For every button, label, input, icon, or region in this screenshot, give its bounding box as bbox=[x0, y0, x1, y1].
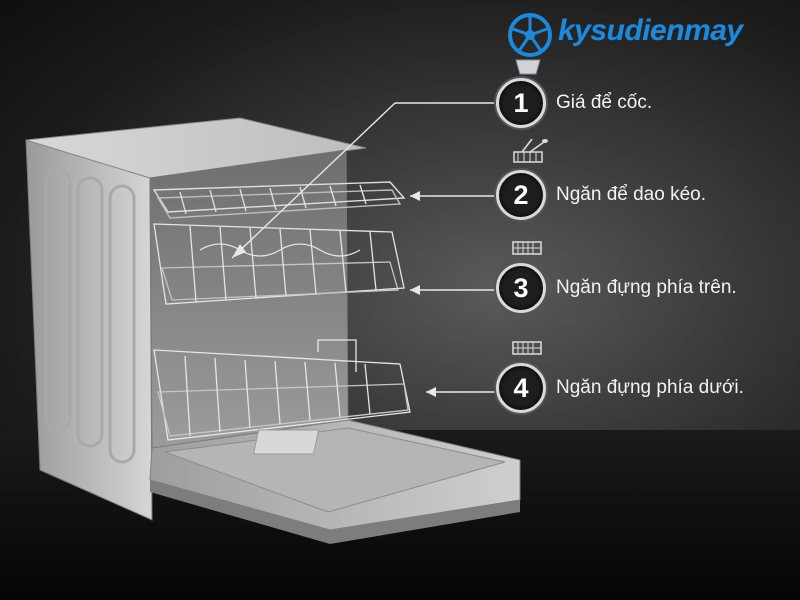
callout-number-badge: 1 bbox=[496, 78, 546, 128]
cutlery-tray-icon bbox=[513, 138, 548, 163]
callout-arrowheads bbox=[232, 191, 436, 397]
dishwasher-top bbox=[25, 117, 367, 179]
callout-number-badge: 4 bbox=[496, 363, 546, 413]
upper-basket bbox=[153, 223, 405, 305]
dishwasher-side-panel bbox=[25, 139, 153, 521]
cutlery-tray bbox=[152, 181, 406, 219]
basket-icon bbox=[512, 341, 542, 355]
dishwasher-door bbox=[149, 419, 521, 544]
callout-label: Giá để cốc. bbox=[556, 92, 653, 113]
callout-cutlery-tray: 2 Ngăn để dao kéo. bbox=[496, 167, 706, 223]
callout-number-badge: 3 bbox=[496, 263, 546, 313]
lower-basket bbox=[153, 339, 411, 441]
callout-label: Ngăn để dao kéo. bbox=[556, 184, 707, 205]
basket-icon bbox=[512, 241, 542, 255]
callout-pointer-lines bbox=[231, 102, 500, 393]
logo-text: kysudienmay bbox=[558, 14, 743, 47]
callout-upper-basket: 3 Ngăn đựng phía trên. bbox=[496, 260, 737, 316]
callout-label: Ngăn đựng phía dưới. bbox=[556, 377, 744, 398]
callout-lower-basket: 4 Ngăn đựng phía dưới. bbox=[496, 360, 744, 416]
kysudienmay-logo: kysudienmay bbox=[506, 10, 786, 82]
callout-label: Ngăn đựng phía trên. bbox=[556, 277, 737, 298]
callout-glass-rack: 1 Giá để cốc. bbox=[496, 75, 652, 131]
logo-wheel-icon bbox=[508, 13, 552, 75]
callout-number-badge: 2 bbox=[496, 170, 546, 220]
